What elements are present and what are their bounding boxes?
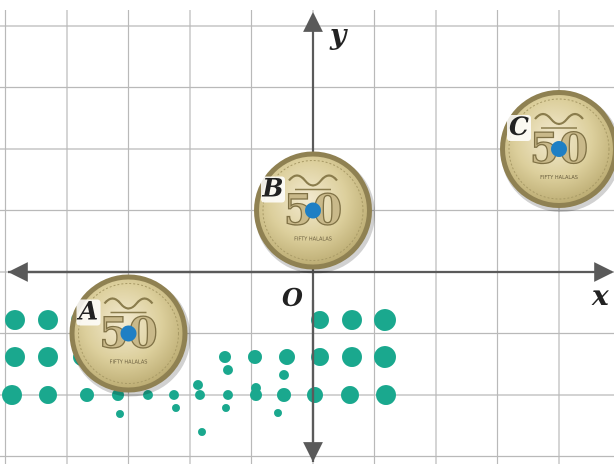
pattern-dot: [376, 385, 396, 405]
pattern-dot: [5, 347, 25, 367]
pattern-dot: [341, 386, 359, 404]
point-marker-c: [551, 141, 567, 157]
pattern-dot: [198, 428, 206, 436]
point-marker-a: [121, 326, 137, 342]
pattern-dot: [2, 385, 22, 405]
pattern-dot: [169, 390, 179, 400]
pattern-dot: [5, 310, 25, 330]
origin-label: O: [282, 283, 303, 312]
coin-inscription: FIFTY HALALAS: [110, 360, 148, 366]
decorative-dot-pattern: [2, 309, 396, 436]
point-marker-b: [305, 203, 321, 219]
pattern-dot: [374, 309, 396, 331]
pattern-dot: [374, 346, 396, 368]
pattern-dot: [248, 350, 262, 364]
coins: 50FIFTY HALALASA50FIFTY HALALASB50FIFTY …: [70, 90, 614, 397]
pattern-dot: [277, 388, 291, 402]
coin-inscription: FIFTY HALALAS: [294, 237, 332, 243]
coin-inscription: FIFTY HALALAS: [540, 175, 578, 181]
pattern-dot: [274, 409, 282, 417]
pattern-dot: [342, 347, 362, 367]
pattern-dot: [279, 370, 289, 380]
pattern-dot: [172, 404, 180, 412]
pattern-dot: [80, 388, 94, 402]
pattern-dot: [222, 404, 230, 412]
pattern-dot: [223, 365, 233, 375]
point-label-c: C: [509, 112, 529, 141]
pattern-dot: [116, 410, 124, 418]
point-label-a: A: [77, 297, 98, 326]
x-axis-label: x: [591, 279, 609, 312]
pattern-dot: [219, 351, 231, 363]
pattern-dot: [307, 387, 323, 403]
pattern-dot: [223, 390, 233, 400]
pattern-dot: [251, 383, 261, 393]
pattern-dot: [38, 347, 58, 367]
pattern-dot: [279, 349, 295, 365]
point-label-b: B: [261, 174, 283, 203]
pattern-dot: [342, 310, 362, 330]
pattern-dot: [38, 310, 58, 330]
pattern-dot: [39, 386, 57, 404]
pattern-dot: [195, 390, 205, 400]
pattern-dot: [193, 380, 203, 390]
y-axis-label: y: [329, 18, 348, 51]
